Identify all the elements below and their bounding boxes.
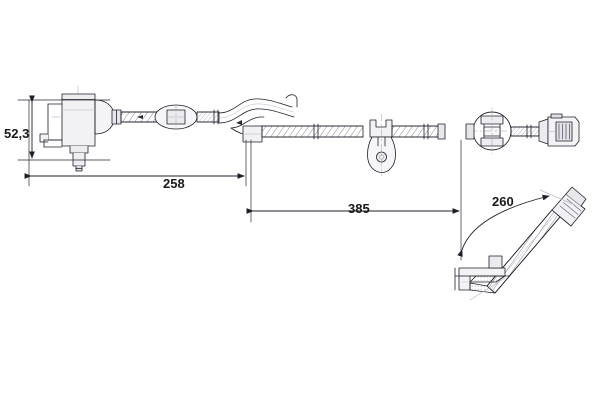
dimension-label-258: 258 [163, 176, 185, 191]
cable-segment-long [261, 123, 364, 140]
cable-segment-mid [196, 109, 220, 125]
cable-segment-bracket-to-grommet [391, 123, 446, 140]
cable-segment-upper [120, 111, 158, 123]
dimension-385 [246, 139, 462, 261]
dimension-260 [457, 189, 576, 301]
sensor-head [39, 85, 122, 172]
dimension-label-385: 385 [348, 201, 370, 216]
mounting-bracket [367, 113, 396, 177]
dimension-258 [24, 99, 247, 187]
detail-view-bracket [454, 186, 587, 294]
cable-sleeve-junction [242, 125, 263, 143]
dimension-label-52-3: 52,3 [4, 126, 29, 141]
dimension-label-260: 260 [492, 194, 514, 209]
cable-segment-to-connector [510, 124, 540, 139]
oval-cable-clamp [154, 104, 198, 130]
end-connector [538, 113, 580, 147]
circular-grommet [465, 107, 515, 155]
dimension-52-3 [17, 95, 111, 161]
